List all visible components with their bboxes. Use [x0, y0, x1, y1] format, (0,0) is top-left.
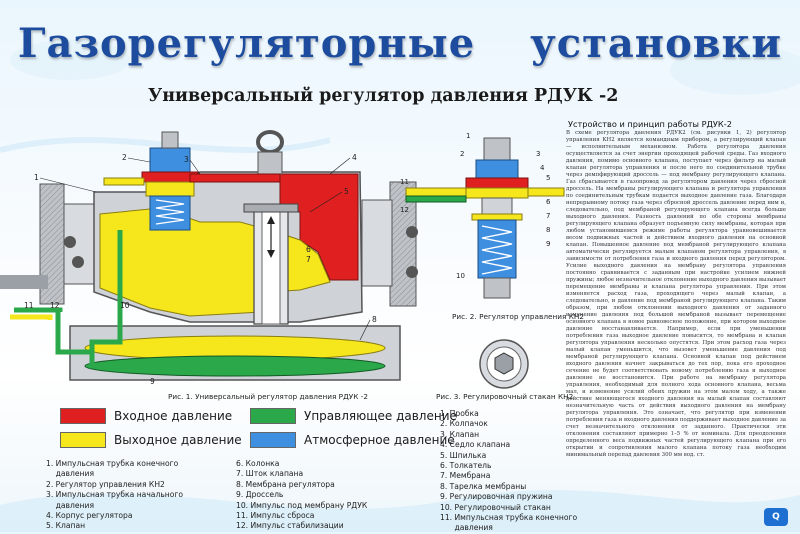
- list-item: 8. Тарелка мембраны: [440, 481, 527, 491]
- legend-atmospheric: Атмосферное давление: [250, 432, 455, 448]
- fig2-callout-7: 7: [546, 212, 550, 220]
- list-item: 10. Импульс под мембрану РДУК: [236, 500, 368, 510]
- fig2-callout-11: 11: [400, 178, 409, 186]
- callout-1: 1: [34, 173, 39, 182]
- fig2-callout-8: 8: [546, 226, 550, 234]
- callout-3: 3: [184, 155, 189, 164]
- callout-7: 7: [306, 255, 311, 264]
- list-item: 8. Мембрана регулятора: [236, 479, 335, 489]
- callout-11: 11: [24, 301, 34, 310]
- list-item: 6. Толкатель: [440, 461, 492, 471]
- list-item: давления: [46, 500, 95, 510]
- fig2-caption: Рис. 2. Регулятор управления КН2: [452, 312, 585, 321]
- list-item: 3. Клапан: [440, 429, 480, 439]
- callout-6: 6: [306, 245, 311, 254]
- fig2-callout-4: 4: [540, 164, 545, 172]
- legend-swatch-yellow: [60, 432, 106, 448]
- legend-label: Входное давление: [114, 409, 233, 423]
- legend-label: Атмосферное давление: [304, 433, 455, 447]
- legend-label: Управляющее давление: [304, 409, 457, 423]
- list-item: 5. Шпилька: [440, 450, 487, 460]
- outlet-flange: [389, 181, 417, 307]
- publisher-logo-icon: Q: [764, 508, 788, 526]
- fig2-callout-5: 5: [546, 174, 550, 182]
- fig1-regulator-diagram: 1 2 3 4 5 6 7 8 9 10 11 12: [0, 130, 418, 386]
- list-item: давления: [46, 469, 95, 479]
- list-item: 9. Регулировочная пружина: [440, 492, 553, 502]
- list-item: 11. Импульсная трубка конечного: [440, 513, 578, 523]
- description-title: Устройство и принцип работы РДУК-2: [568, 119, 732, 129]
- legend-inlet: Входное давление: [60, 408, 232, 424]
- fig2-callout-12: 12: [400, 206, 409, 214]
- page-subtitle: Универсальный регулятор давления РДУК -2: [148, 86, 619, 106]
- callout-4: 4: [352, 153, 357, 162]
- fig3-adjusting-cup-diagram: [479, 339, 529, 389]
- list-item: 2. Колпачок: [440, 419, 488, 429]
- fig2-callout-9: 9: [546, 240, 550, 248]
- parts-list-fig1-col2: 6. Колонка 7. Шток клапана 8. Мембрана р…: [236, 459, 367, 532]
- list-item: 3. Импульсная трубка начального: [46, 490, 184, 500]
- callout-5: 5: [344, 187, 349, 196]
- callout-12: 12: [50, 301, 60, 310]
- list-item: 1. Импульсная трубка конечного: [46, 459, 179, 468]
- list-item: 9. Дроссель: [236, 490, 284, 500]
- callout-8: 8: [372, 315, 377, 324]
- list-item: 11. Импульс сброса: [236, 511, 315, 521]
- inlet-impulse-tube: [189, 173, 281, 183]
- callout-9: 9: [150, 377, 155, 386]
- fig2-callout-2: 2: [460, 150, 464, 158]
- list-item: 12. Импульс стабилизации: [236, 521, 344, 531]
- list-item: 7. Мембрана: [440, 471, 491, 481]
- legend-outlet: Выходное давление: [60, 432, 242, 448]
- parts-list-kn2: 1. Пробка 2. Колпачок 3. Клапан 4. Седло…: [440, 409, 577, 534]
- page-title: Газорегуляторные установки: [17, 20, 783, 67]
- fig2-callout-3: 3: [536, 150, 540, 158]
- list-item: 4. Корпус регулятора: [46, 511, 133, 521]
- parts-list-fig1-col1: 1. Импульсная трубка конечного давления …: [46, 459, 183, 532]
- fig1-caption: Рис. 1. Универсальный регулятор давления…: [168, 392, 369, 401]
- legend-swatch-red: [60, 408, 106, 424]
- lifting-eye: [256, 130, 284, 154]
- list-item: 2. Регулятор управления КН2: [46, 479, 165, 489]
- list-item: 7. Шток клапана: [236, 469, 304, 479]
- fig2-callout-10: 10: [456, 272, 465, 280]
- fig2-callout-1: 1: [466, 132, 470, 140]
- list-item: 10. Регулировочный стакан: [440, 502, 551, 512]
- legend-label: Выходное давление: [114, 433, 242, 447]
- fig3-caption: Рис. 3. Регулировочный стакан КН2: [436, 392, 574, 401]
- legend-swatch-blue: [250, 432, 296, 448]
- list-item: давления: [440, 523, 493, 533]
- legend-swatch-green: [250, 408, 296, 424]
- legend-control: Управляющее давление: [250, 408, 457, 424]
- list-item: 5. Клапан: [46, 521, 86, 531]
- outlet-impulse-tube: [103, 177, 145, 186]
- callout-2: 2: [122, 153, 127, 162]
- fig2-callout-6: 6: [546, 198, 551, 206]
- description-text: В схеме регулятора давления РДУК2 (см. р…: [566, 130, 786, 458]
- list-item: 1. Пробка: [440, 409, 479, 418]
- callout-10: 10: [120, 301, 130, 310]
- fig2-control-regulator-diagram: 1 2 3 4 5 6 7 8 9 10 11 12: [400, 132, 565, 299]
- list-item: 6. Колонка: [236, 459, 280, 468]
- list-item: 4. Седло клапана: [440, 440, 511, 450]
- control-impulse-line: [89, 230, 150, 369]
